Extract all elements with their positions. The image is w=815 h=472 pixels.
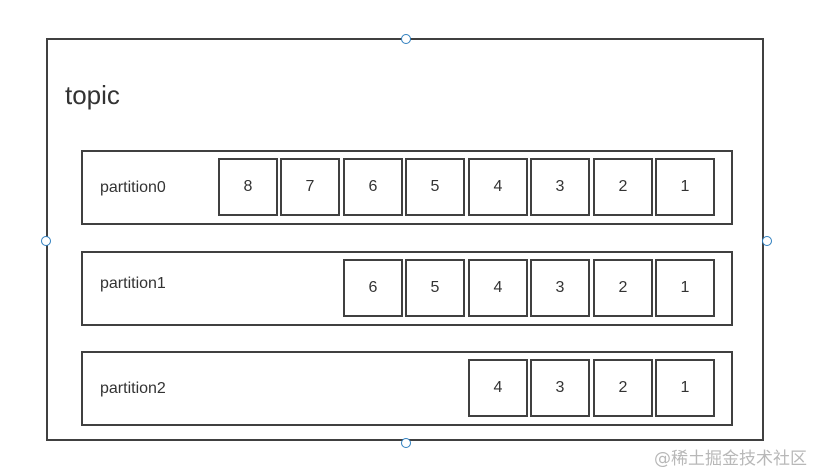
topic-title: topic [65, 80, 120, 110]
partition-label-1: partition1 [100, 275, 166, 292]
message-cell-p0-5: 3 [530, 158, 590, 216]
selection-handle-bottom[interactable] [401, 438, 411, 448]
message-cell-p1-5: 1 [655, 259, 715, 317]
message-cell-p0-4: 4 [468, 158, 528, 216]
message-cell-p2-1: 3 [530, 359, 590, 417]
message-cell-p0-0: 8 [218, 158, 278, 216]
selection-handle-top[interactable] [401, 34, 411, 44]
message-cell-p0-3: 5 [405, 158, 465, 216]
partition-box-2 [81, 351, 733, 426]
message-cell-p2-0: 4 [468, 359, 528, 417]
partition-box-1 [81, 251, 733, 326]
message-cell-p2-2: 2 [593, 359, 653, 417]
message-cell-p1-4: 2 [593, 259, 653, 317]
message-cell-p0-6: 2 [593, 158, 653, 216]
partition-box-0 [81, 150, 733, 225]
message-cell-p1-1: 5 [405, 259, 465, 317]
message-cell-p0-1: 7 [280, 158, 340, 216]
message-cell-p1-2: 4 [468, 259, 528, 317]
partition-label-0: partition0 [100, 179, 166, 196]
message-cell-p0-7: 1 [655, 158, 715, 216]
selection-handle-right[interactable] [762, 236, 772, 246]
message-cell-p0-2: 6 [343, 158, 403, 216]
watermark: @稀土掘金技术社区 [654, 449, 807, 469]
partition-label-2: partition2 [100, 380, 166, 397]
message-cell-p1-3: 3 [530, 259, 590, 317]
message-cell-p2-3: 1 [655, 359, 715, 417]
selection-handle-left[interactable] [41, 236, 51, 246]
message-cell-p1-0: 6 [343, 259, 403, 317]
